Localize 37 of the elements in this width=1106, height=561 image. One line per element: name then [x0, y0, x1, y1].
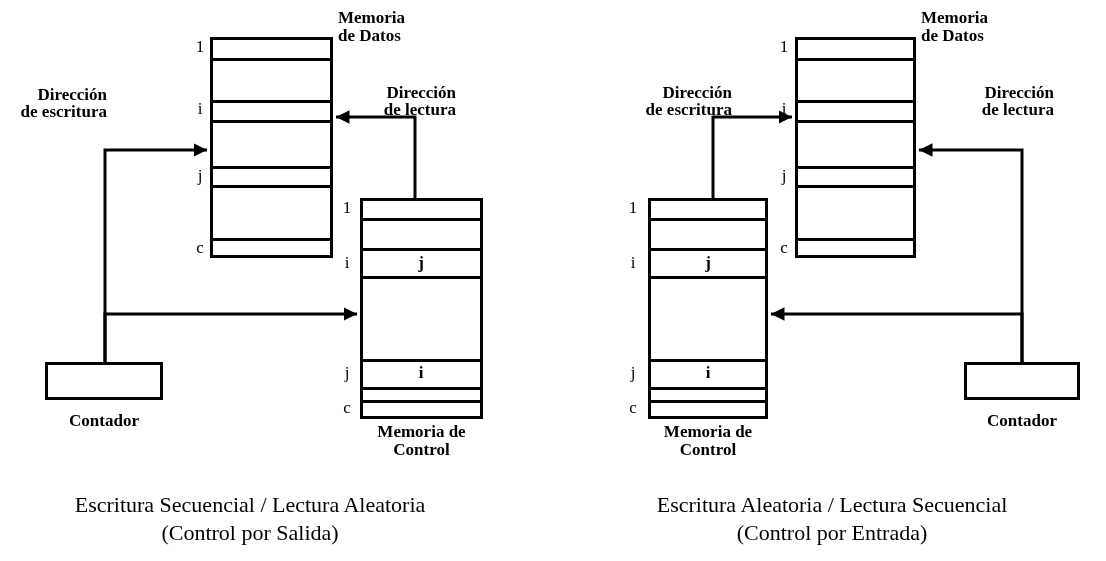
counter-label: Contador — [68, 412, 140, 430]
edge-label: Dirección de lectura — [980, 84, 1054, 118]
arrow — [336, 110, 417, 198]
row-number: 1 — [779, 38, 789, 56]
caption: (Control por Salida) — [161, 520, 339, 546]
row-number: c — [343, 399, 351, 417]
memory-title: Memoria de Control — [662, 423, 754, 459]
counter-label: Contador — [986, 412, 1058, 430]
caption: Escritura Secuencial / Lectura Aleatoria — [74, 492, 426, 518]
arrow — [771, 307, 1024, 362]
row-number: c — [196, 239, 204, 257]
edge-label: Dirección de escritura — [20, 86, 107, 120]
memory-title: Memoria de Control — [376, 423, 467, 459]
memory-title: Memoria de Datos — [338, 9, 407, 45]
row-number: 1 — [342, 199, 352, 217]
cell-value: j — [705, 254, 711, 272]
arrow — [711, 110, 792, 198]
caption: (Control por Entrada) — [736, 520, 928, 546]
row-number: i — [197, 100, 203, 118]
cell-value: j — [418, 254, 424, 272]
row-number: 1 — [195, 38, 205, 56]
row-number: j — [344, 364, 350, 382]
row-number: j — [781, 167, 787, 185]
row-number: j — [197, 167, 203, 185]
row-number: i — [630, 254, 636, 272]
row-number: j — [630, 364, 636, 382]
edge-label: Dirección de escritura — [645, 84, 732, 118]
cell-value: i — [705, 364, 711, 382]
cell-value: i — [418, 364, 424, 382]
row-number: 1 — [628, 199, 638, 217]
memory-title: Memoria de Datos — [921, 9, 990, 45]
row-number: c — [629, 399, 637, 417]
row-number: c — [780, 239, 788, 257]
caption: Escritura Aleatoria / Lectura Secuencial — [656, 492, 1008, 518]
edge-label: Dirección de lectura — [382, 84, 456, 118]
arrow — [103, 307, 357, 362]
row-number: i — [344, 254, 350, 272]
